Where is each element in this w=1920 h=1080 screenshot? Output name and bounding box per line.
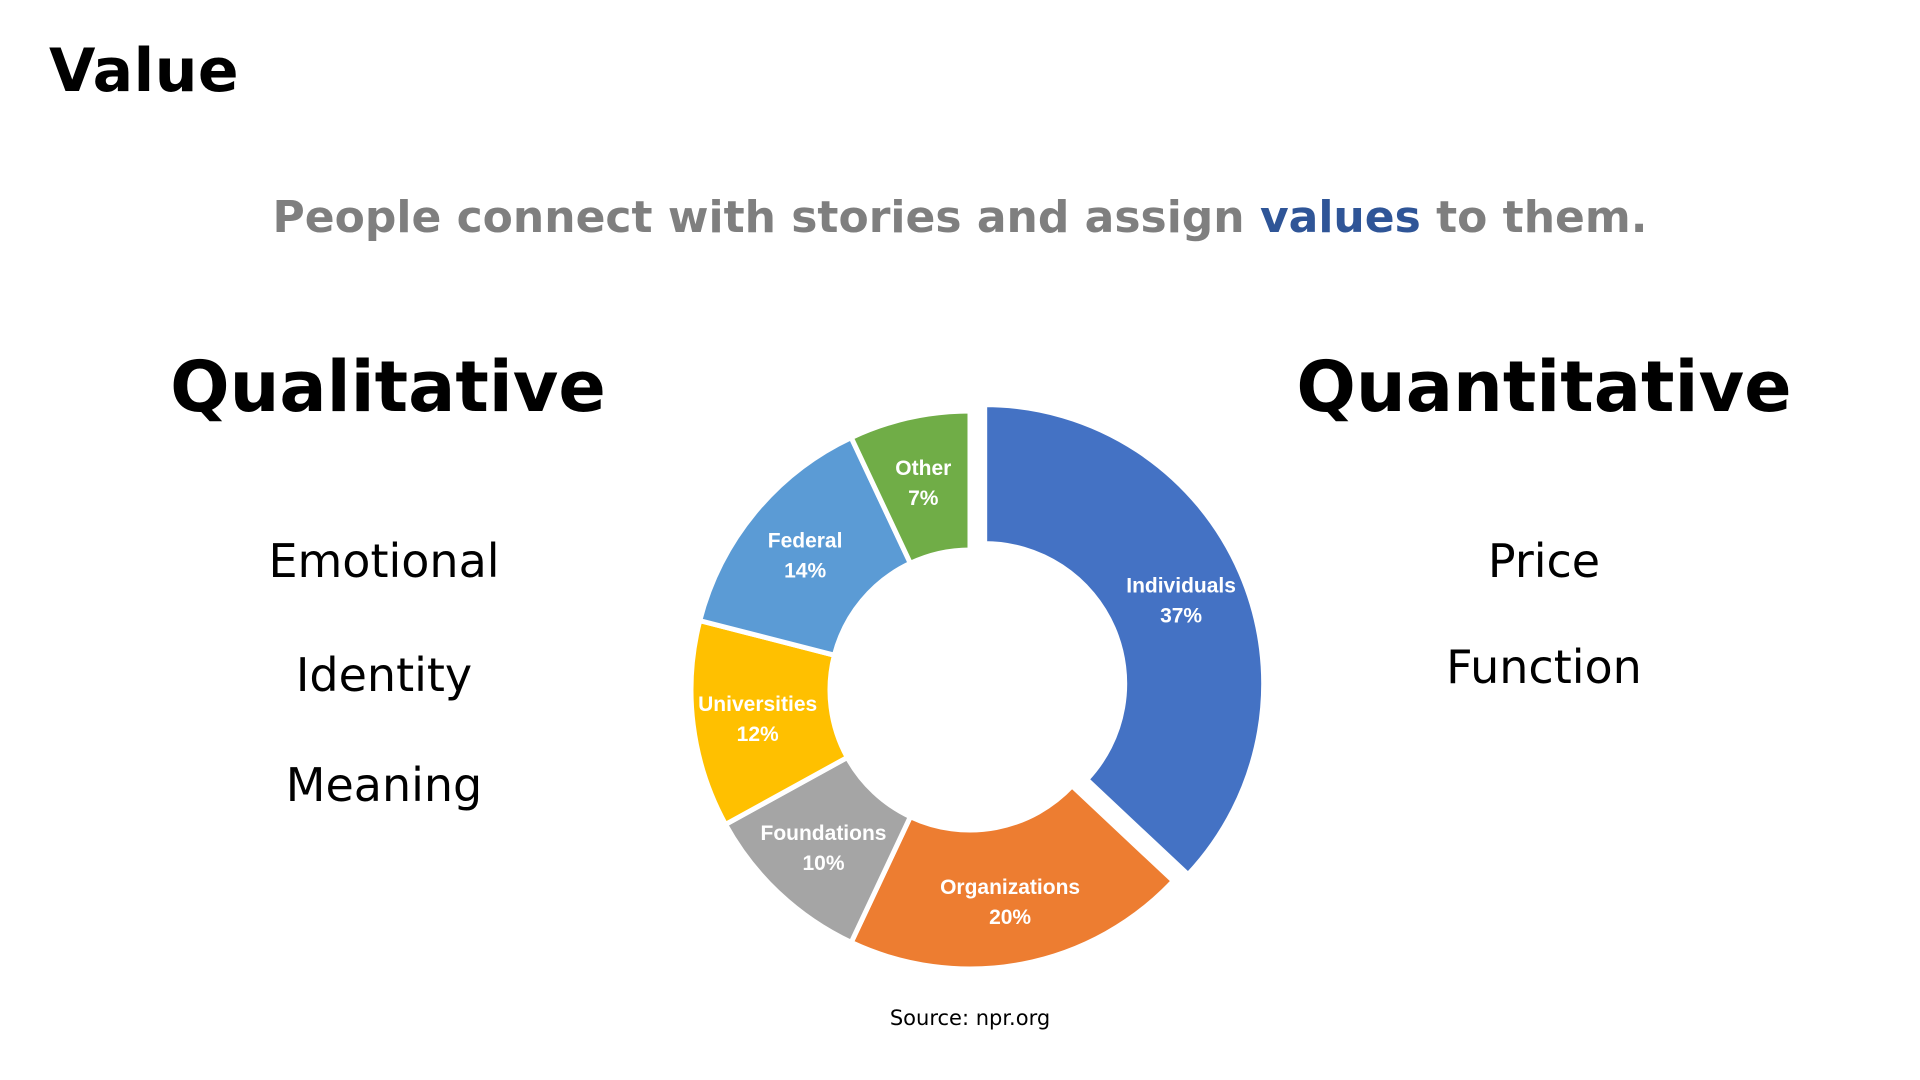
slice-value-other: 7% (908, 487, 939, 510)
subtitle-text-end: to them. (1420, 192, 1648, 243)
slice-label-organizations: Organizations (940, 876, 1080, 899)
quantitative-item-function: Function (1446, 640, 1642, 694)
quantitative-item-price: Price (1487, 534, 1601, 588)
slice-value-federal: 14% (784, 560, 826, 583)
slice-label-other: Other (895, 457, 951, 480)
slice-organizations (848, 783, 1176, 972)
slice-value-organizations: 20% (989, 906, 1031, 929)
slice-label-foundations: Foundations (761, 822, 887, 845)
slice-label-universities: Universities (698, 693, 817, 716)
slice-value-individuals: 37% (1160, 605, 1202, 628)
subtitle-text-start: People connect with stories and assign (272, 192, 1260, 243)
slice-value-foundations: 10% (802, 852, 844, 875)
slice-label-federal: Federal (768, 530, 843, 553)
subtitle-highlight: values (1259, 192, 1421, 243)
slide-title: Value (49, 36, 240, 106)
slice-value-universities: 12% (737, 723, 779, 746)
slice-universities (688, 618, 850, 827)
slice-other (848, 408, 973, 566)
slice-individuals (982, 402, 1267, 878)
quantitative-heading: Quantitative (1296, 346, 1792, 428)
source-note: Source: npr.org (889, 1006, 1051, 1030)
slice-label-individuals: Individuals (1126, 575, 1236, 598)
subtitle: People connect with stories and assign v… (0, 192, 1920, 243)
donut-chart: Individuals 37% Organizations 20% Foundation… (688, 402, 1267, 972)
slice-federal (697, 435, 913, 658)
qualitative-item-emotional: Emotional (268, 534, 500, 588)
qualitative-heading: Qualitative (170, 346, 606, 428)
qualitative-item-identity: Identity (295, 648, 473, 702)
qualitative-item-meaning: Meaning (285, 758, 483, 812)
